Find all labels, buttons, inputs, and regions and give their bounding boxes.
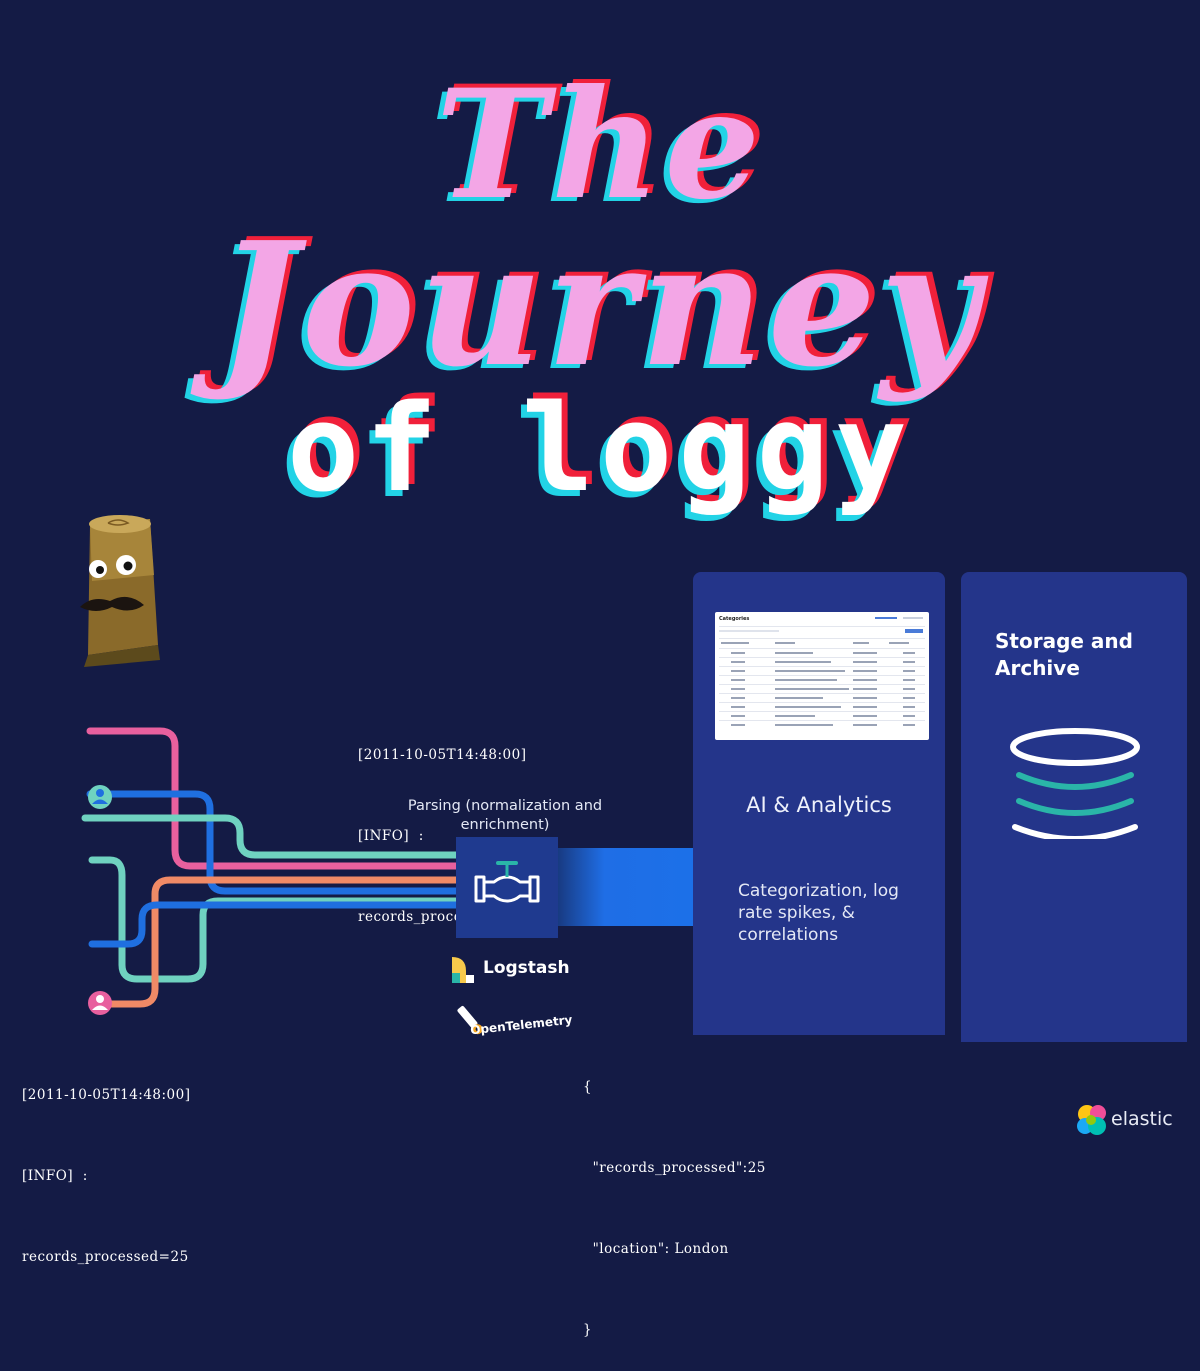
screenshot-row [903, 679, 915, 681]
elastic-logo-icon [1077, 1105, 1106, 1135]
log-timestamp: [2011-10-05T14:48:00] [358, 747, 527, 763]
screenshot-row [853, 697, 877, 699]
storage-archive-title: Storage and Archive [995, 629, 1133, 680]
user-icon-bottom [88, 991, 112, 1015]
title-line-journey: Journey [217, 205, 983, 405]
screenshot-row [903, 688, 915, 690]
structured-log-json: { "records_processed":25 "location": Lon… [583, 1020, 766, 1371]
screenshot-row [775, 706, 841, 708]
screenshot-search [719, 630, 779, 632]
pipe-pink [86, 727, 464, 870]
screenshot-row [775, 688, 849, 690]
screenshot-row [853, 688, 877, 690]
screenshot-row [903, 652, 915, 654]
screenshot-row [775, 661, 831, 663]
screenshot-divider [719, 638, 925, 639]
screenshot-row [853, 652, 877, 654]
elastic-label: elastic [1111, 1108, 1173, 1130]
log-message: records_processed=25 [22, 1249, 189, 1265]
pipe-valve-icon [474, 861, 540, 903]
screenshot-divider [719, 657, 925, 658]
screenshot-header [889, 642, 909, 644]
screenshot-row [731, 670, 745, 672]
screenshot-row [775, 697, 823, 699]
screenshot-row [731, 697, 745, 699]
ai-analytics-panel: Categories [693, 572, 945, 1035]
screenshot-row [731, 679, 745, 681]
data-flow-stream [556, 848, 694, 926]
screenshot-row [853, 724, 877, 726]
log-source-pipes [81, 727, 464, 1015]
screenshot-divider [719, 711, 925, 712]
screenshot-row [731, 706, 745, 708]
screenshot-row [853, 661, 877, 663]
raw-log-snippet-bottom: [2011-10-05T14:48:00] [INFO] : records_p… [22, 1028, 191, 1298]
screenshot-row [903, 706, 915, 708]
screenshot-row [853, 670, 877, 672]
screenshot-row [775, 652, 813, 654]
screenshot-divider [719, 684, 925, 685]
screenshot-row [853, 706, 877, 708]
ai-analytics-title: AI & Analytics [746, 793, 892, 817]
screenshot-row [731, 724, 745, 726]
screenshot-divider [719, 626, 925, 627]
screenshot-divider [719, 702, 925, 703]
screenshot-button [903, 617, 923, 619]
loggy-mascot-image [80, 515, 160, 667]
screenshot-row [731, 652, 745, 654]
screenshot-row [731, 688, 745, 690]
pipe-blue-top [86, 790, 464, 895]
categories-screenshot: Categories [715, 612, 929, 740]
screenshot-row [775, 679, 837, 681]
screenshot-row [903, 661, 915, 663]
pipe-mint-top [81, 814, 464, 859]
pipe-blue-bottom [88, 901, 464, 948]
title-line-the: The [435, 57, 765, 233]
logstash-label: Logstash [483, 958, 570, 978]
screenshot-button [875, 617, 897, 619]
database-stack-icon [1010, 728, 1140, 839]
user-icon-top [88, 785, 112, 809]
screenshot-row [775, 724, 833, 726]
screenshot-apply [905, 629, 923, 633]
screenshot-row [903, 715, 915, 717]
log-level: [INFO] : [22, 1168, 88, 1184]
json-records-field: "records_processed":25 [583, 1160, 766, 1176]
logstash-logo-icon [452, 957, 474, 983]
pipe-orange [101, 876, 464, 1008]
screenshot-row [903, 670, 915, 672]
screenshot-header [853, 642, 869, 644]
log-level: [INFO] : [358, 828, 424, 844]
screenshot-row [775, 670, 845, 672]
screenshot-divider [719, 675, 925, 676]
json-open-brace: { [583, 1079, 593, 1095]
json-close-brace: } [583, 1322, 593, 1338]
screenshot-row [903, 697, 915, 699]
screenshot-title: Categories [719, 616, 750, 622]
screenshot-divider [719, 693, 925, 694]
screenshot-row [731, 715, 745, 717]
screenshot-divider [719, 720, 925, 721]
screenshot-divider [719, 666, 925, 667]
storage-archive-panel: Storage and Archive [961, 572, 1187, 1042]
title-line-of-loggy: of loggy [287, 380, 913, 519]
parser-box [456, 837, 558, 938]
json-location-field: "location": London [583, 1241, 729, 1257]
log-timestamp: [2011-10-05T14:48:00] [22, 1087, 191, 1103]
screenshot-row [903, 724, 915, 726]
screenshot-row [853, 715, 877, 717]
ai-analytics-description: Categorization, log rate spikes, & corre… [738, 881, 899, 945]
opentelemetry-logo-icon [457, 1005, 483, 1035]
screenshot-divider [719, 648, 925, 649]
screenshot-row [731, 661, 745, 663]
screenshot-header [721, 642, 749, 644]
screenshot-header [775, 642, 795, 644]
parsing-label: Parsing (normalization and enrichment) [407, 798, 603, 833]
screenshot-row [775, 715, 815, 717]
screenshot-row [853, 679, 877, 681]
